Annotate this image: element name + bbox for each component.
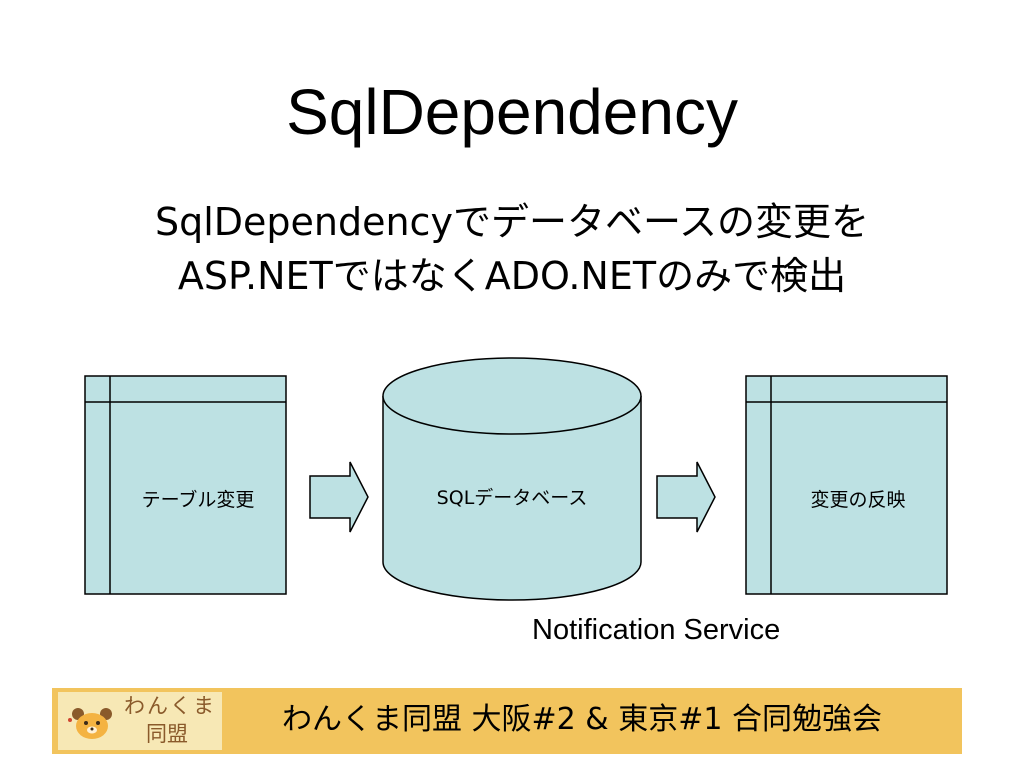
arrow-right-1 bbox=[309, 461, 369, 533]
change-reflection-box: 変更の反映 bbox=[745, 375, 948, 595]
footer-banner: わんくま 同盟 わんくま同盟 大阪#2 & 東京#1 合同勉強会 bbox=[52, 688, 962, 754]
logo-text-doumei: 同盟 bbox=[146, 722, 188, 746]
arrow-right-2 bbox=[656, 461, 716, 533]
subtitle-line-1: SqlDependencyでデータベースの変更を bbox=[154, 200, 870, 244]
logo-text-wankuma: わんくま bbox=[124, 694, 216, 718]
table-change-box: テーブル変更 bbox=[84, 375, 287, 595]
notification-service-caption: Notification Service bbox=[532, 614, 781, 646]
wankuma-logo: わんくま 同盟 bbox=[58, 692, 222, 750]
slide-title: SqlDependency bbox=[286, 76, 738, 148]
table-change-label: テーブル変更 bbox=[142, 488, 255, 511]
change-reflection-label: 変更の反映 bbox=[810, 489, 905, 511]
sql-database-cylinder: SQLデータベース bbox=[382, 357, 642, 601]
subtitle-line-2: ASP.NETではなくADO.NETのみで検出 bbox=[177, 254, 847, 298]
sql-database-label: SQLデータベース bbox=[437, 487, 588, 509]
event-title: わんくま同盟 大阪#2 & 東京#1 合同勉強会 bbox=[282, 702, 882, 737]
bear-face-icon bbox=[68, 708, 112, 739]
